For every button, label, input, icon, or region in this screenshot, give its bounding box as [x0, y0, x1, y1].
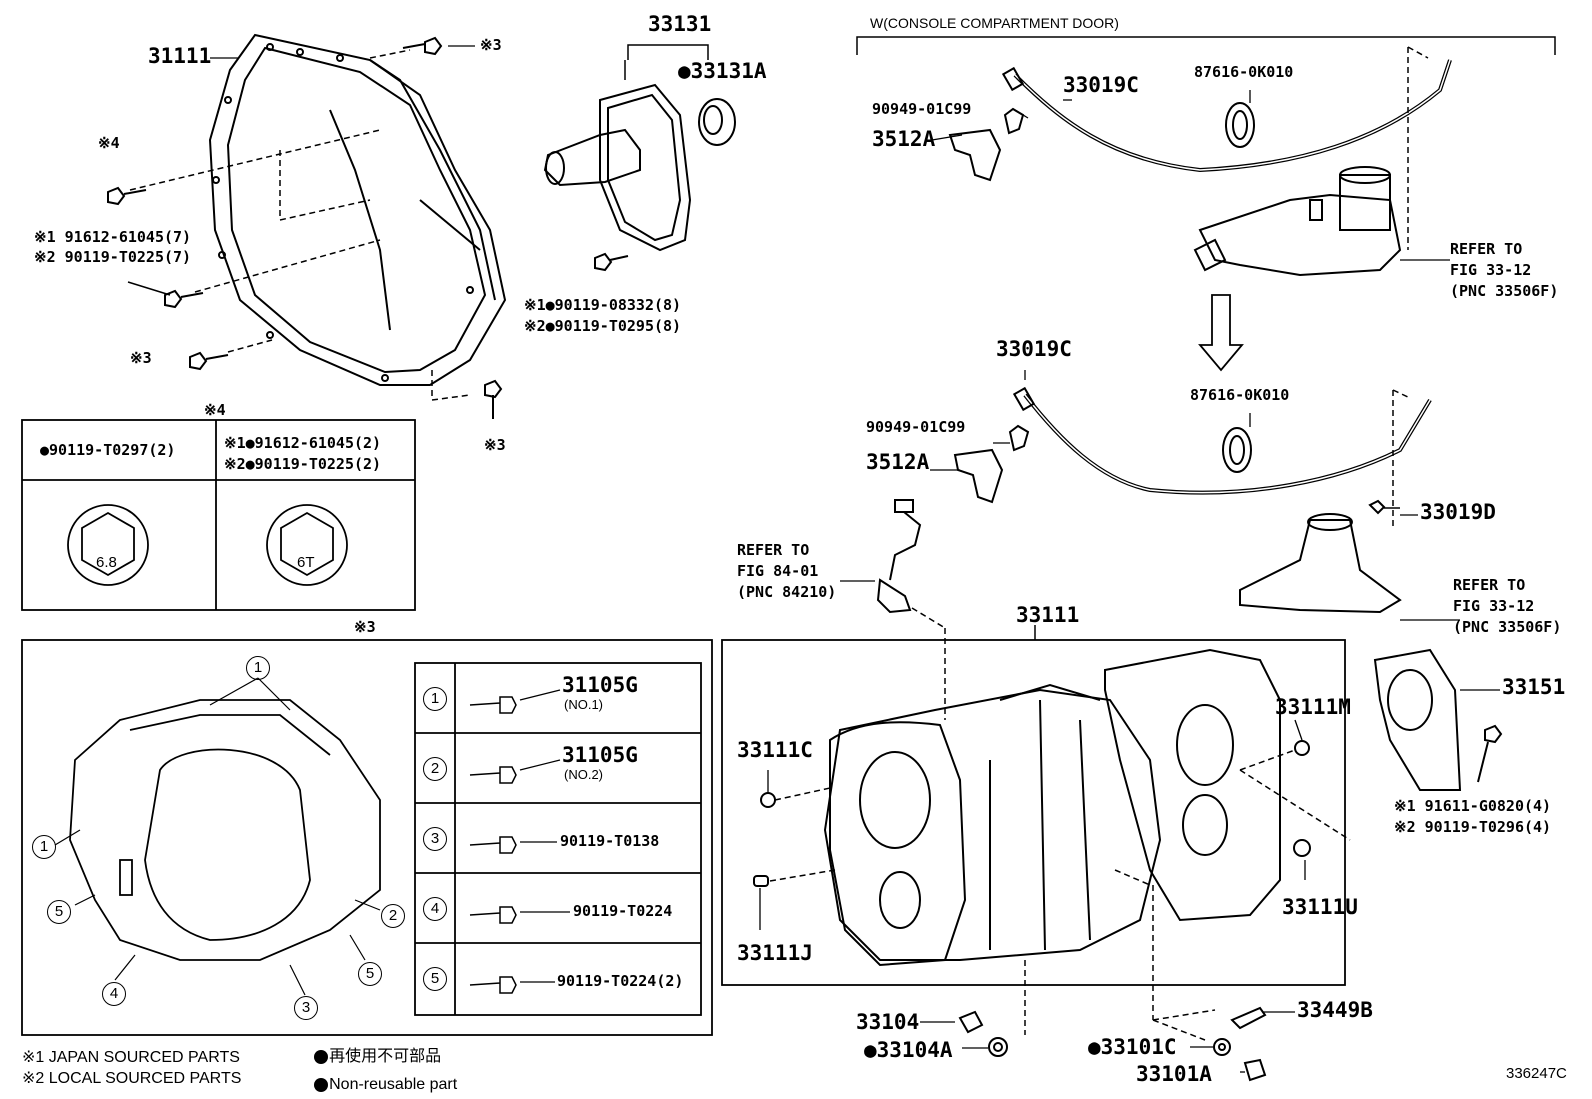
label-refer-c1: REFER TO: [1453, 576, 1526, 594]
callout: 1: [246, 656, 270, 680]
bolt-row-num: 3: [423, 827, 447, 851]
label-refer-b1: REFER TO: [737, 541, 810, 559]
table4-right-part-1: ※1●91612-61045(2): [224, 434, 382, 452]
label-bolt-31111-2: ※2 90119-T0225(7): [34, 248, 192, 266]
label-33019C-b: 33019C: [996, 337, 1072, 361]
label-33111J: 33111J: [737, 941, 813, 965]
label-3512A-a: 3512A: [872, 127, 936, 151]
bullet-en: [314, 1078, 328, 1092]
bolt-row-num: 2: [423, 757, 447, 781]
label-33019D: 33019D: [1420, 500, 1496, 524]
console-bracket: [856, 36, 1556, 55]
bolt-row-sub: (NO.2): [564, 767, 603, 782]
label-refer-b2: FIG 84-01: [737, 562, 819, 580]
label-33101A: 33101A: [1136, 1062, 1212, 1086]
label-console-title: W(CONSOLE COMPARTMENT DOOR): [870, 15, 1119, 31]
callout: 5: [358, 962, 382, 986]
shift-cable-bottom: [953, 386, 1432, 614]
bullet-jp: [314, 1050, 328, 1064]
label-87616-a: 87616-0K010: [1194, 63, 1294, 81]
label-note3-c: ※3: [484, 436, 506, 454]
label-bolt-33131-1: ※1●90119-08332(8): [524, 296, 682, 314]
label-33111M: 33111M: [1275, 695, 1351, 719]
bolt-row-num: 5: [423, 967, 447, 991]
table4-left-part: ●90119-T0297(2): [40, 441, 176, 459]
label-90949-b: 90949-01C99: [866, 418, 966, 436]
extension-cover-drawing: [543, 44, 736, 272]
bolt-row-sub: (NO.1): [564, 697, 603, 712]
callout: 2: [381, 904, 405, 928]
label-33151: 33151: [1502, 675, 1566, 699]
housing-bolt-frame: [21, 639, 713, 1036]
bolt-row-part: 90119-T0138: [560, 832, 660, 850]
label-33111: 33111: [1016, 603, 1080, 627]
table4-right-head-mark: 6T: [297, 554, 315, 571]
clutch-housing-drawing: [107, 33, 507, 419]
label-bolt-33151-1: ※1 91611-G0820(4): [1394, 797, 1552, 815]
sensor-wire: [876, 499, 946, 720]
label-note3-b: ※3: [130, 349, 152, 367]
label-33131: 33131: [648, 12, 712, 36]
label-refer-a1: REFER TO: [1450, 240, 1523, 258]
callout: 3: [294, 996, 318, 1020]
label-90949-a: 90949-01C99: [872, 100, 972, 118]
bolt-row-part: 90119-T0224(2): [557, 972, 684, 990]
legend-japan: ※1 JAPAN SOURCED PARTS: [22, 1049, 240, 1066]
shift-cable-top: [948, 46, 1452, 277]
label-refer-a2: FIG 33-12: [1450, 261, 1532, 279]
leader-lines: [210, 45, 1500, 1073]
label-bolt-33151-2: ※2 90119-T0296(4): [1394, 818, 1552, 836]
label-31111-top: 31111: [148, 44, 212, 68]
callout: 5: [47, 900, 71, 924]
label-33104: 33104: [856, 1010, 920, 1034]
label-note3-a: ※3: [480, 36, 502, 54]
label-33101C: ●33101C: [1088, 1035, 1177, 1059]
label-refer-b3: (PNC 84210): [737, 583, 837, 601]
label-33104A: ●33104A: [864, 1038, 953, 1062]
table4-right-part-2: ※2●90119-T0225(2): [224, 455, 382, 473]
legend-local: ※2 LOCAL SOURCED PARTS: [22, 1070, 242, 1087]
callout: 1: [32, 835, 56, 859]
bolt-row-part: 90119-T0224: [573, 902, 673, 920]
transmission-case-drawing: [721, 625, 1503, 1082]
bolt-row-num: 1: [423, 687, 447, 711]
label-33449B: 33449B: [1297, 998, 1373, 1022]
table4-frame: [21, 419, 416, 611]
label-refer-c3: (PNC 33506F): [1453, 618, 1562, 636]
label-note3-table: ※3: [354, 618, 376, 636]
label-note4: ※4: [98, 134, 120, 152]
label-33019C-a: 33019C: [1063, 73, 1139, 97]
legend-nonreuse-en: ● Non-reusable part: [315, 1076, 458, 1093]
label-87616-b: 87616-0K010: [1190, 386, 1290, 404]
bolt-row-part: 31105G: [562, 673, 638, 697]
table4-left-head-mark: 6.8: [96, 554, 117, 571]
label-33111C: 33111C: [737, 738, 813, 762]
label-refer-a3: (PNC 33506F): [1450, 282, 1559, 300]
label-bolt-31111-1: ※1 91612-61045(7): [34, 228, 192, 246]
label-3512A-b: 3512A: [866, 450, 930, 474]
label-bolt-33131-2: ※2●90119-T0295(8): [524, 317, 682, 335]
callout: 4: [102, 982, 126, 1006]
label-refer-c2: FIG 33-12: [1453, 597, 1535, 615]
bolt-row-part: 31105G: [562, 743, 638, 767]
bolt-row-num: 4: [423, 897, 447, 921]
down-arrow: [1198, 294, 1244, 372]
table4-title: ※4: [204, 401, 226, 419]
label-33131A: ●33131A: [678, 59, 767, 83]
legend-nonreuse-jp: ● 再使用不可部品: [315, 1048, 442, 1065]
label-33111U: 33111U: [1282, 895, 1358, 919]
figure-id: 336247C: [1506, 1065, 1567, 1082]
